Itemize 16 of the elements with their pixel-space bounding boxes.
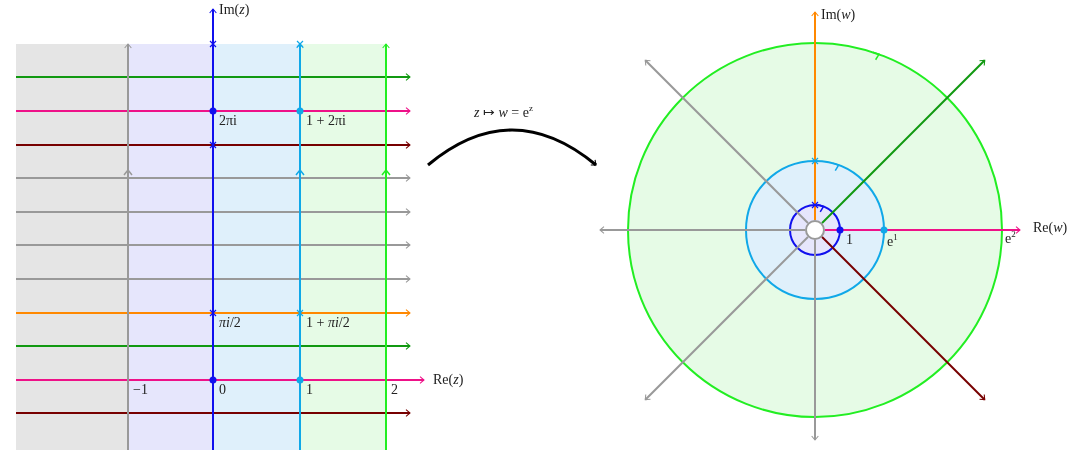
axis-label: Re(w) <box>1033 221 1068 235</box>
tick-label: −1 <box>133 383 148 397</box>
tick-label: 1 <box>846 233 853 247</box>
point-label: 1 + πi/2 <box>306 316 350 330</box>
mapping-arrow <box>427 128 597 167</box>
point-label: e$^{1}$ <box>887 233 898 249</box>
point-label: e$^{2}$ <box>1005 230 1016 246</box>
tick-label: 2 <box>391 383 398 397</box>
tick-label: 1 <box>306 383 313 397</box>
edge-label: z ↦ w = e$^{z}$ <box>474 104 533 120</box>
point-label: 1 + 2πi <box>306 114 346 128</box>
point-label: πi/2 <box>219 316 241 330</box>
point-label: 2πi <box>219 114 237 128</box>
axis-label: Im(w) <box>821 8 856 22</box>
axis-label: Im(z) <box>219 3 250 17</box>
tick-label: 0 <box>219 383 226 397</box>
